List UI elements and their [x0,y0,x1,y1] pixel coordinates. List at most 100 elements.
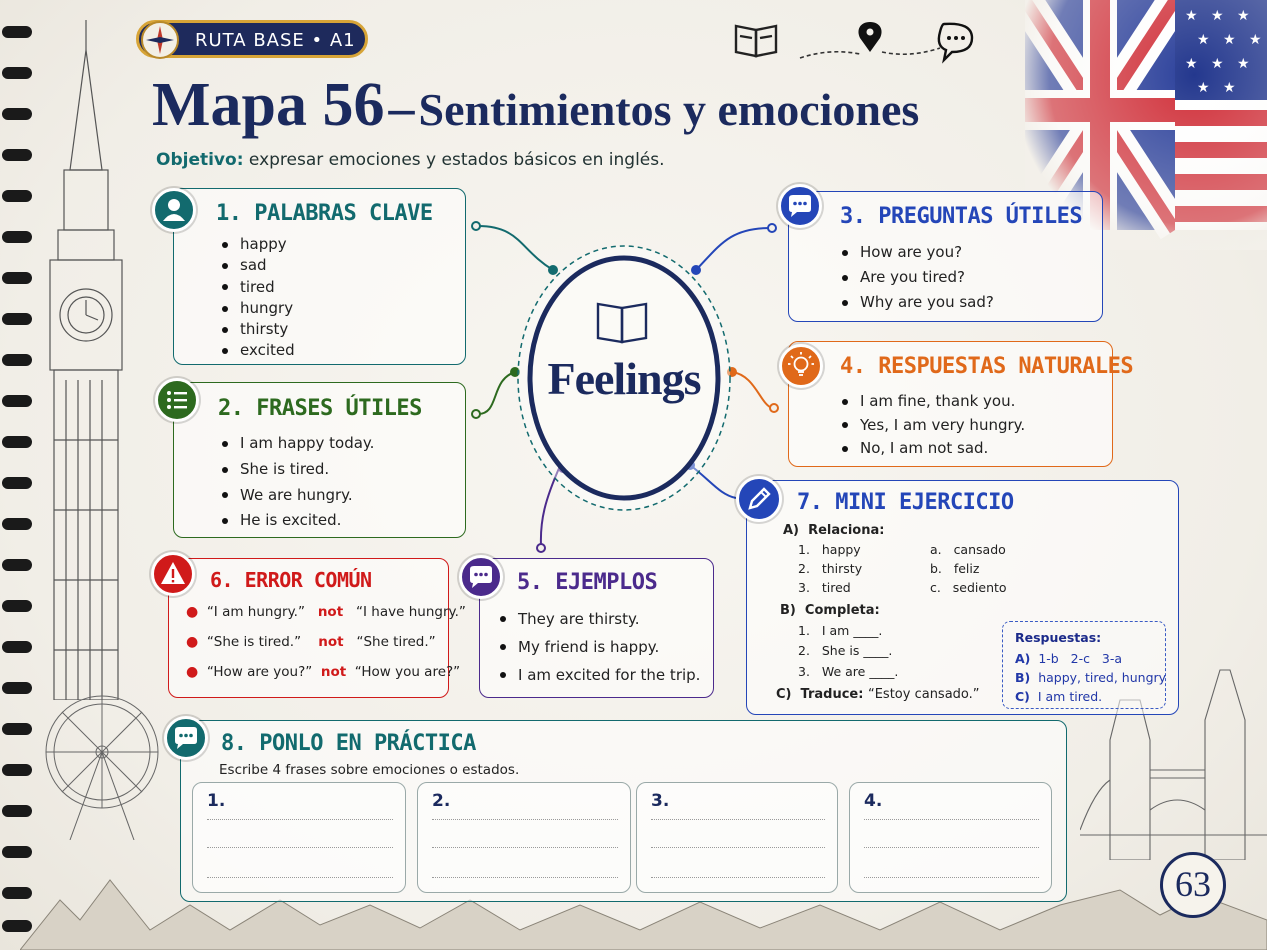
match-left-2: 2. thirsty [798,561,863,576]
keywords-title: 1. PALABRAS CLAVE [216,201,433,226]
list-item: He is excited. [218,508,374,534]
answer-key: Respuestas: A) 1-b 2-c 3-a B) happy, tir… [1002,621,1166,709]
person-icon [152,188,196,232]
chat-bubble-icon [778,184,822,228]
error-title: 6. ERROR COMÚN [210,568,372,592]
list-item: No, I am not sad. [838,437,1025,461]
wrong-form: “She tired.” [356,634,436,650]
badge-text: RUTA BASE • A1 [195,30,356,51]
list-item: thirsty [218,319,295,340]
answers-title: 4. RESPUESTAS NATURALES [840,354,1134,379]
london-eye-illustration [45,695,159,840]
wrong-form: “I have hungry.” [356,604,466,620]
chat-bubble-icon [164,716,208,760]
answers-list: I am fine, thank you. Yes, I am very hun… [838,390,1025,461]
writing-box-2[interactable]: 2. [417,782,631,893]
list-icon [155,378,199,422]
list-item: I am happy today. [218,431,374,457]
compass-icon [141,21,179,59]
list-item: How are you? [838,240,994,265]
phrases-card [173,382,466,538]
objective: Objetivo: expresar emociones y estados b… [156,150,665,170]
objective-text: expresar emociones y estados básicos en … [248,150,665,170]
list-item: Why are you sad? [838,290,994,315]
examples-card [479,558,714,698]
box-number: 4. [864,791,883,811]
part-c-label: C) Traduce: “Estoy cansado.” [776,687,980,702]
center-node [517,245,731,511]
list-item: We are hungry. [218,483,374,509]
list-item: She is tired. [218,457,374,483]
exercise-card [746,480,1179,715]
writing-box-1[interactable]: 1. [192,782,406,893]
chat-bubble-icon [459,555,503,599]
examples-title: 5. EJEMPLOS [517,570,658,595]
list-item: sad [218,255,295,276]
writing-box-3[interactable]: 3. [636,782,838,893]
page-number: 63 [1160,852,1226,918]
map-topic: Sentimientos y emociones [418,84,920,135]
error-item: ● “She is tired.” not “She tired.” [186,634,436,650]
list-item: tired [218,277,295,298]
chat-bubble-icon [937,22,974,64]
not-word: not [320,664,347,680]
lightbulb-icon [779,344,823,388]
route-badge: RUTA BASE • A1 [136,20,368,59]
mountains-illustration [20,879,1267,950]
practice-title: 8. PONLO EN PRÁCTICA [221,731,476,756]
objective-label: Objetivo: [156,150,244,170]
list-item: hungry [218,298,295,319]
phrases-title: 2. FRASES ÚTILES [218,396,422,421]
wrong-form: “How you are?” [354,664,461,680]
writing-box-4[interactable]: 4. [849,782,1052,893]
examples-list: They are thirsty. My friend is happy. I … [496,605,700,689]
box-number: 1. [207,791,226,811]
big-ben-illustration [49,20,123,700]
phrases-list: I am happy today. She is tired. We are h… [218,431,374,534]
match-left-3: 3. tired [798,580,851,595]
list-item: excited [218,340,295,361]
book-icon [734,24,778,58]
answer-key-c: C) I am tired. [1015,689,1103,704]
questions-list: How are you? Are you tired? Why are you … [838,240,994,315]
list-item: I am excited for the trip. [496,661,700,689]
complete-item-2: 2. She is ____. [798,643,893,658]
correct-form: “I am hungry.” [206,604,305,620]
correct-form: “How are you?” [206,664,313,680]
spiral-binding [2,26,32,932]
exercise-title: 7. MINI EJERCICIO [797,490,1014,515]
box-number: 2. [432,791,451,811]
match-right-b: b. feliz [930,561,980,576]
map-pin-icon [858,22,882,52]
keywords-card [173,188,466,365]
header-icon-row [734,22,974,64]
correct-form: “She is tired.” [206,634,302,650]
keywords-list: happy sad tired hungry thirsty excited [218,234,295,362]
list-item: I am fine, thank you. [838,390,1025,414]
questions-title: 3. PREGUNTAS ÚTILES [840,204,1083,229]
answer-key-a: A) 1-b 2-c 3-a [1015,651,1123,666]
practice-instruction: Escribe 4 frases sobre emociones o estad… [219,762,520,778]
error-card [168,558,449,698]
match-right-a: a. cansado [930,542,1006,557]
error-item: ● “I am hungry.” not “I have hungry.” [186,604,466,620]
match-left-1: 1. happy [798,542,861,557]
list-item: Yes, I am very hungry. [838,414,1025,438]
not-word: not [318,634,344,650]
list-item: My friend is happy. [496,633,700,661]
translate-phrase: “Estoy cansado.” [867,687,980,702]
box-number: 3. [651,791,670,811]
list-item: Are you tired? [838,265,994,290]
part-a-label: A) Relaciona: [783,523,885,538]
complete-item-3: 3. We are ____. [798,664,899,679]
center-label: Feelings [547,353,702,404]
part-b-label: B) Completa: [780,603,880,618]
answer-key-b: B) happy, tired, hungry [1015,670,1167,685]
error-item: ● “How are you?” not “How you are?” [186,664,461,680]
warning-icon [151,552,195,596]
not-word: not [317,604,344,620]
answer-key-title: Respuestas: [1015,630,1102,645]
title-dash: – [388,80,415,137]
questions-card [788,191,1103,322]
